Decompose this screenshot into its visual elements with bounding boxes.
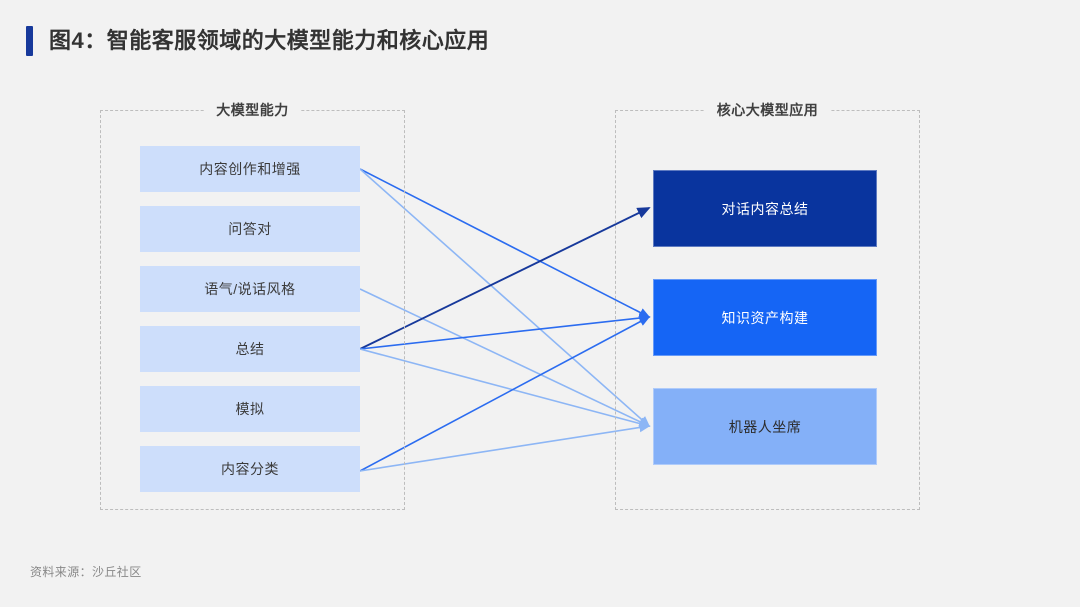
capability-label: 内容分类 bbox=[221, 461, 279, 477]
application-label: 对话内容总结 bbox=[721, 200, 809, 217]
capability-box-tone-style[interactable]: 语气/说话风格 bbox=[140, 266, 360, 312]
capability-label: 模拟 bbox=[235, 401, 265, 417]
capability-label: 问答对 bbox=[228, 221, 272, 237]
page-title: 图4：智能客服领域的大模型能力和核心应用 bbox=[26, 24, 489, 58]
capabilities-panel-title: 大模型能力 bbox=[204, 100, 301, 120]
capability-box-qa-pair[interactable]: 问答对 bbox=[140, 206, 360, 252]
application-box-robot-agent[interactable]: 机器人坐席 bbox=[653, 388, 877, 465]
capability-label: 语气/说话风格 bbox=[204, 281, 296, 297]
capability-box-classification[interactable]: 内容分类 bbox=[140, 446, 360, 492]
application-label: 机器人坐席 bbox=[728, 418, 802, 435]
application-box-knowledge-asset[interactable]: 知识资产构建 bbox=[653, 279, 877, 356]
capabilities-panel: 大模型能力 bbox=[100, 100, 405, 510]
applications-panel-title: 核心大模型应用 bbox=[704, 100, 831, 120]
title-label: 图4：智能客服领域的大模型能力和核心应用 bbox=[49, 28, 490, 53]
application-label: 知识资产构建 bbox=[721, 309, 809, 326]
capability-box-summary[interactable]: 总结 bbox=[140, 326, 360, 372]
capability-box-simulation[interactable]: 模拟 bbox=[140, 386, 360, 432]
capability-box-content-creation[interactable]: 内容创作和增强 bbox=[140, 146, 360, 192]
source-note: 资料来源：沙丘社区 bbox=[30, 565, 142, 579]
application-box-dialog-summary[interactable]: 对话内容总结 bbox=[653, 170, 877, 247]
applications-panel: 核心大模型应用 bbox=[615, 100, 920, 510]
capability-label: 总结 bbox=[235, 341, 265, 357]
capability-label: 内容创作和增强 bbox=[199, 161, 301, 177]
title-accent-bar bbox=[26, 26, 33, 56]
